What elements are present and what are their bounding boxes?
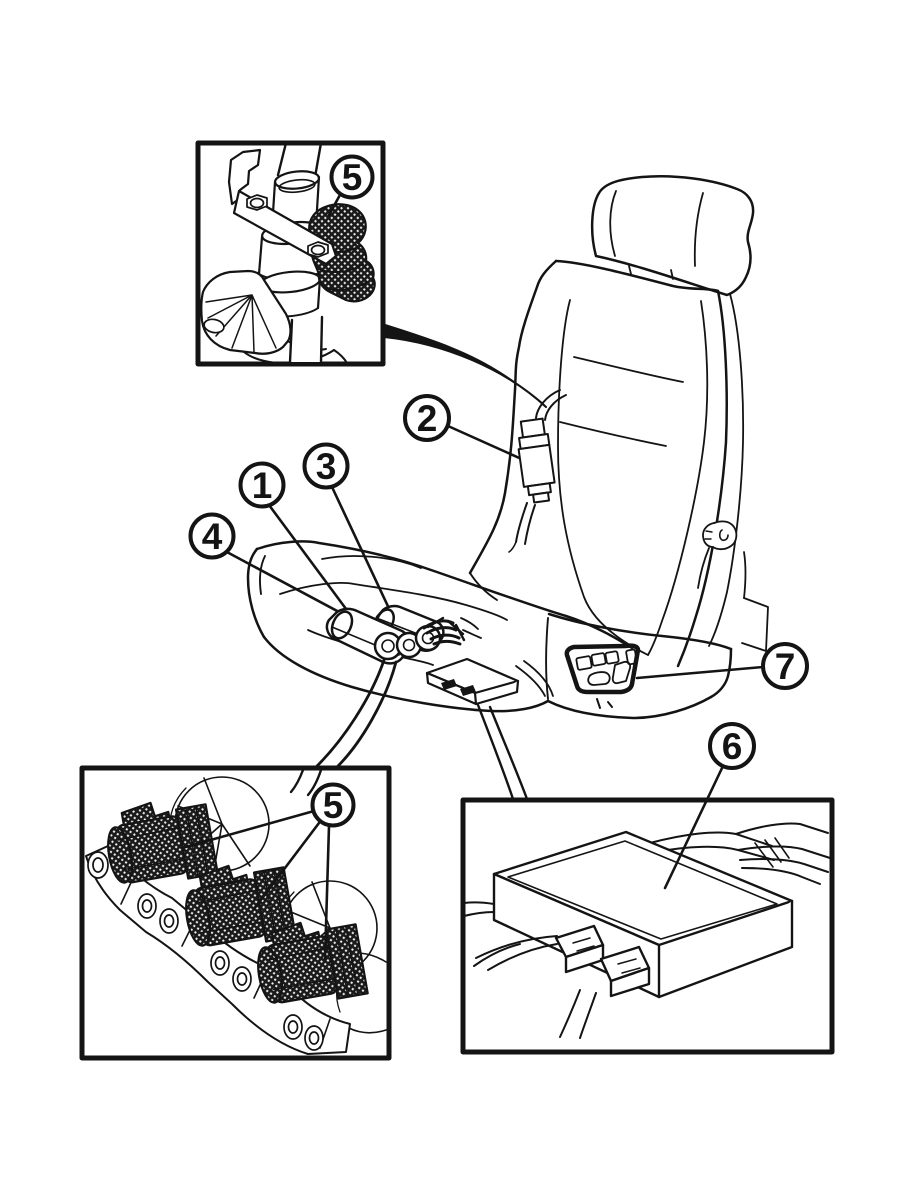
- svg-text:5: 5: [342, 157, 363, 198]
- svg-text:1: 1: [252, 465, 273, 506]
- svg-text:6: 6: [722, 726, 743, 767]
- svg-text:3: 3: [316, 446, 337, 487]
- svg-text:2: 2: [417, 398, 438, 439]
- svg-text:7: 7: [775, 646, 796, 687]
- svg-text:5: 5: [323, 785, 344, 826]
- svg-text:4: 4: [202, 516, 223, 557]
